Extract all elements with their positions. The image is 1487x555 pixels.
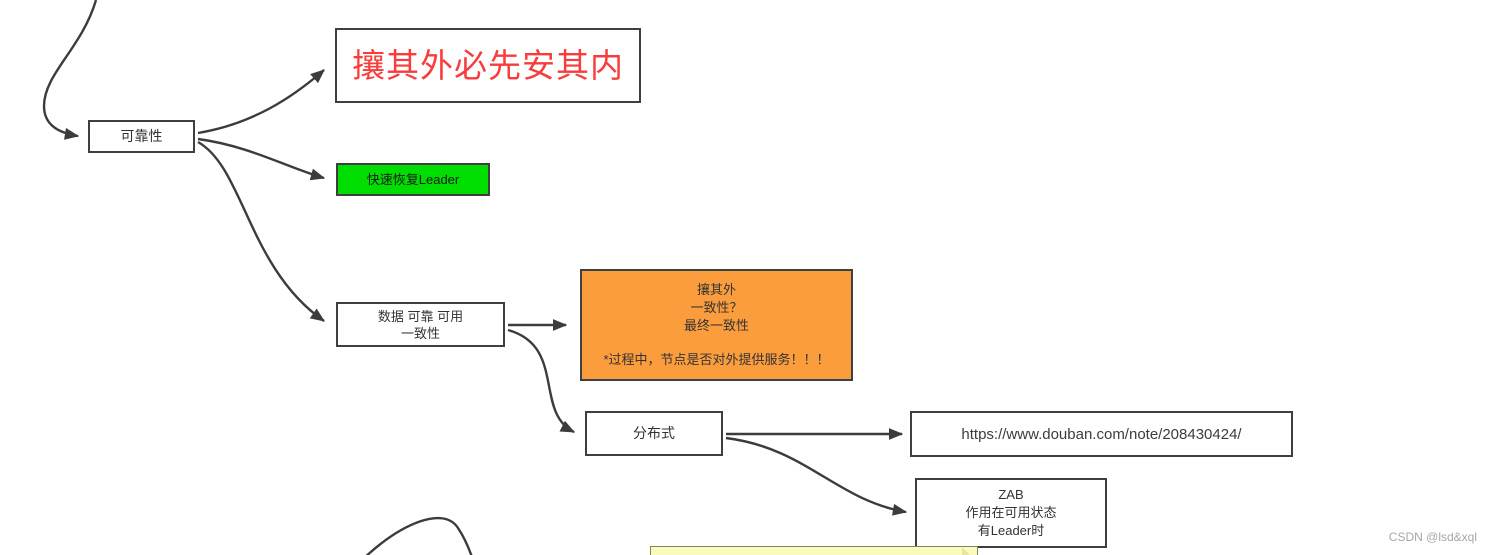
note-fold-corner — [962, 547, 977, 555]
node-douban-link-label: https://www.douban.com/note/208430424/ — [961, 425, 1242, 443]
node-zab[interactable]: ZAB 作用在可用状态 有Leader时 — [915, 478, 1107, 548]
node-slogan[interactable]: 攘其外必先安其内 — [335, 28, 641, 103]
csdn-watermark: CSDN @lsd&xql — [1388, 530, 1477, 544]
node-orange-line-2: 一致性？ — [690, 300, 743, 315]
connector-bottom-arc — [365, 516, 473, 555]
node-reliability[interactable]: 可靠性 — [88, 120, 195, 153]
node-sticky-note[interactable] — [650, 546, 978, 555]
node-data-line-2: 一致性 — [400, 325, 440, 341]
node-fast-recover-label: 快速恢复Leader — [366, 172, 460, 187]
connector-reliability-to-slogan — [197, 69, 325, 135]
node-distributed[interactable]: 分布式 — [585, 411, 723, 456]
node-reliability-label: 可靠性 — [120, 128, 163, 144]
connector-reliability-to-fast-recover — [197, 137, 326, 181]
node-zab-line-2: 作用在可用状态 — [965, 505, 1057, 520]
node-orange-footnote: *过程中，节点是否对外提供服务！！！ — [603, 352, 830, 367]
node-slogan-label: 攘其外必先安其内 — [352, 46, 624, 84]
connector-data-to-distributed — [507, 328, 576, 434]
node-orange-line-3: 最终一致性 — [683, 318, 749, 333]
connector-reliability-to-data — [197, 140, 325, 322]
node-data-line-1: 数据 可靠 可用 — [377, 308, 464, 324]
node-data-consistency[interactable]: 数据 可靠 可用 一致性 — [336, 302, 505, 347]
node-orange-line-1: 攘其外 — [696, 282, 736, 297]
node-zab-line-1: ZAB — [998, 487, 1024, 502]
node-douban-link[interactable]: https://www.douban.com/note/208430424/ — [910, 411, 1293, 457]
node-orange-note[interactable]: 攘其外 一致性？ 最终一致性 *过程中，节点是否对外提供服务！！！ — [580, 269, 853, 381]
connector-root-to-reliability — [42, 0, 98, 140]
connector-distributed-to-zab — [725, 436, 908, 516]
node-zab-line-3: 有Leader时 — [977, 523, 1045, 538]
node-fast-recover-leader[interactable]: 快速恢复Leader — [336, 163, 490, 196]
node-distributed-label: 分布式 — [633, 425, 675, 441]
